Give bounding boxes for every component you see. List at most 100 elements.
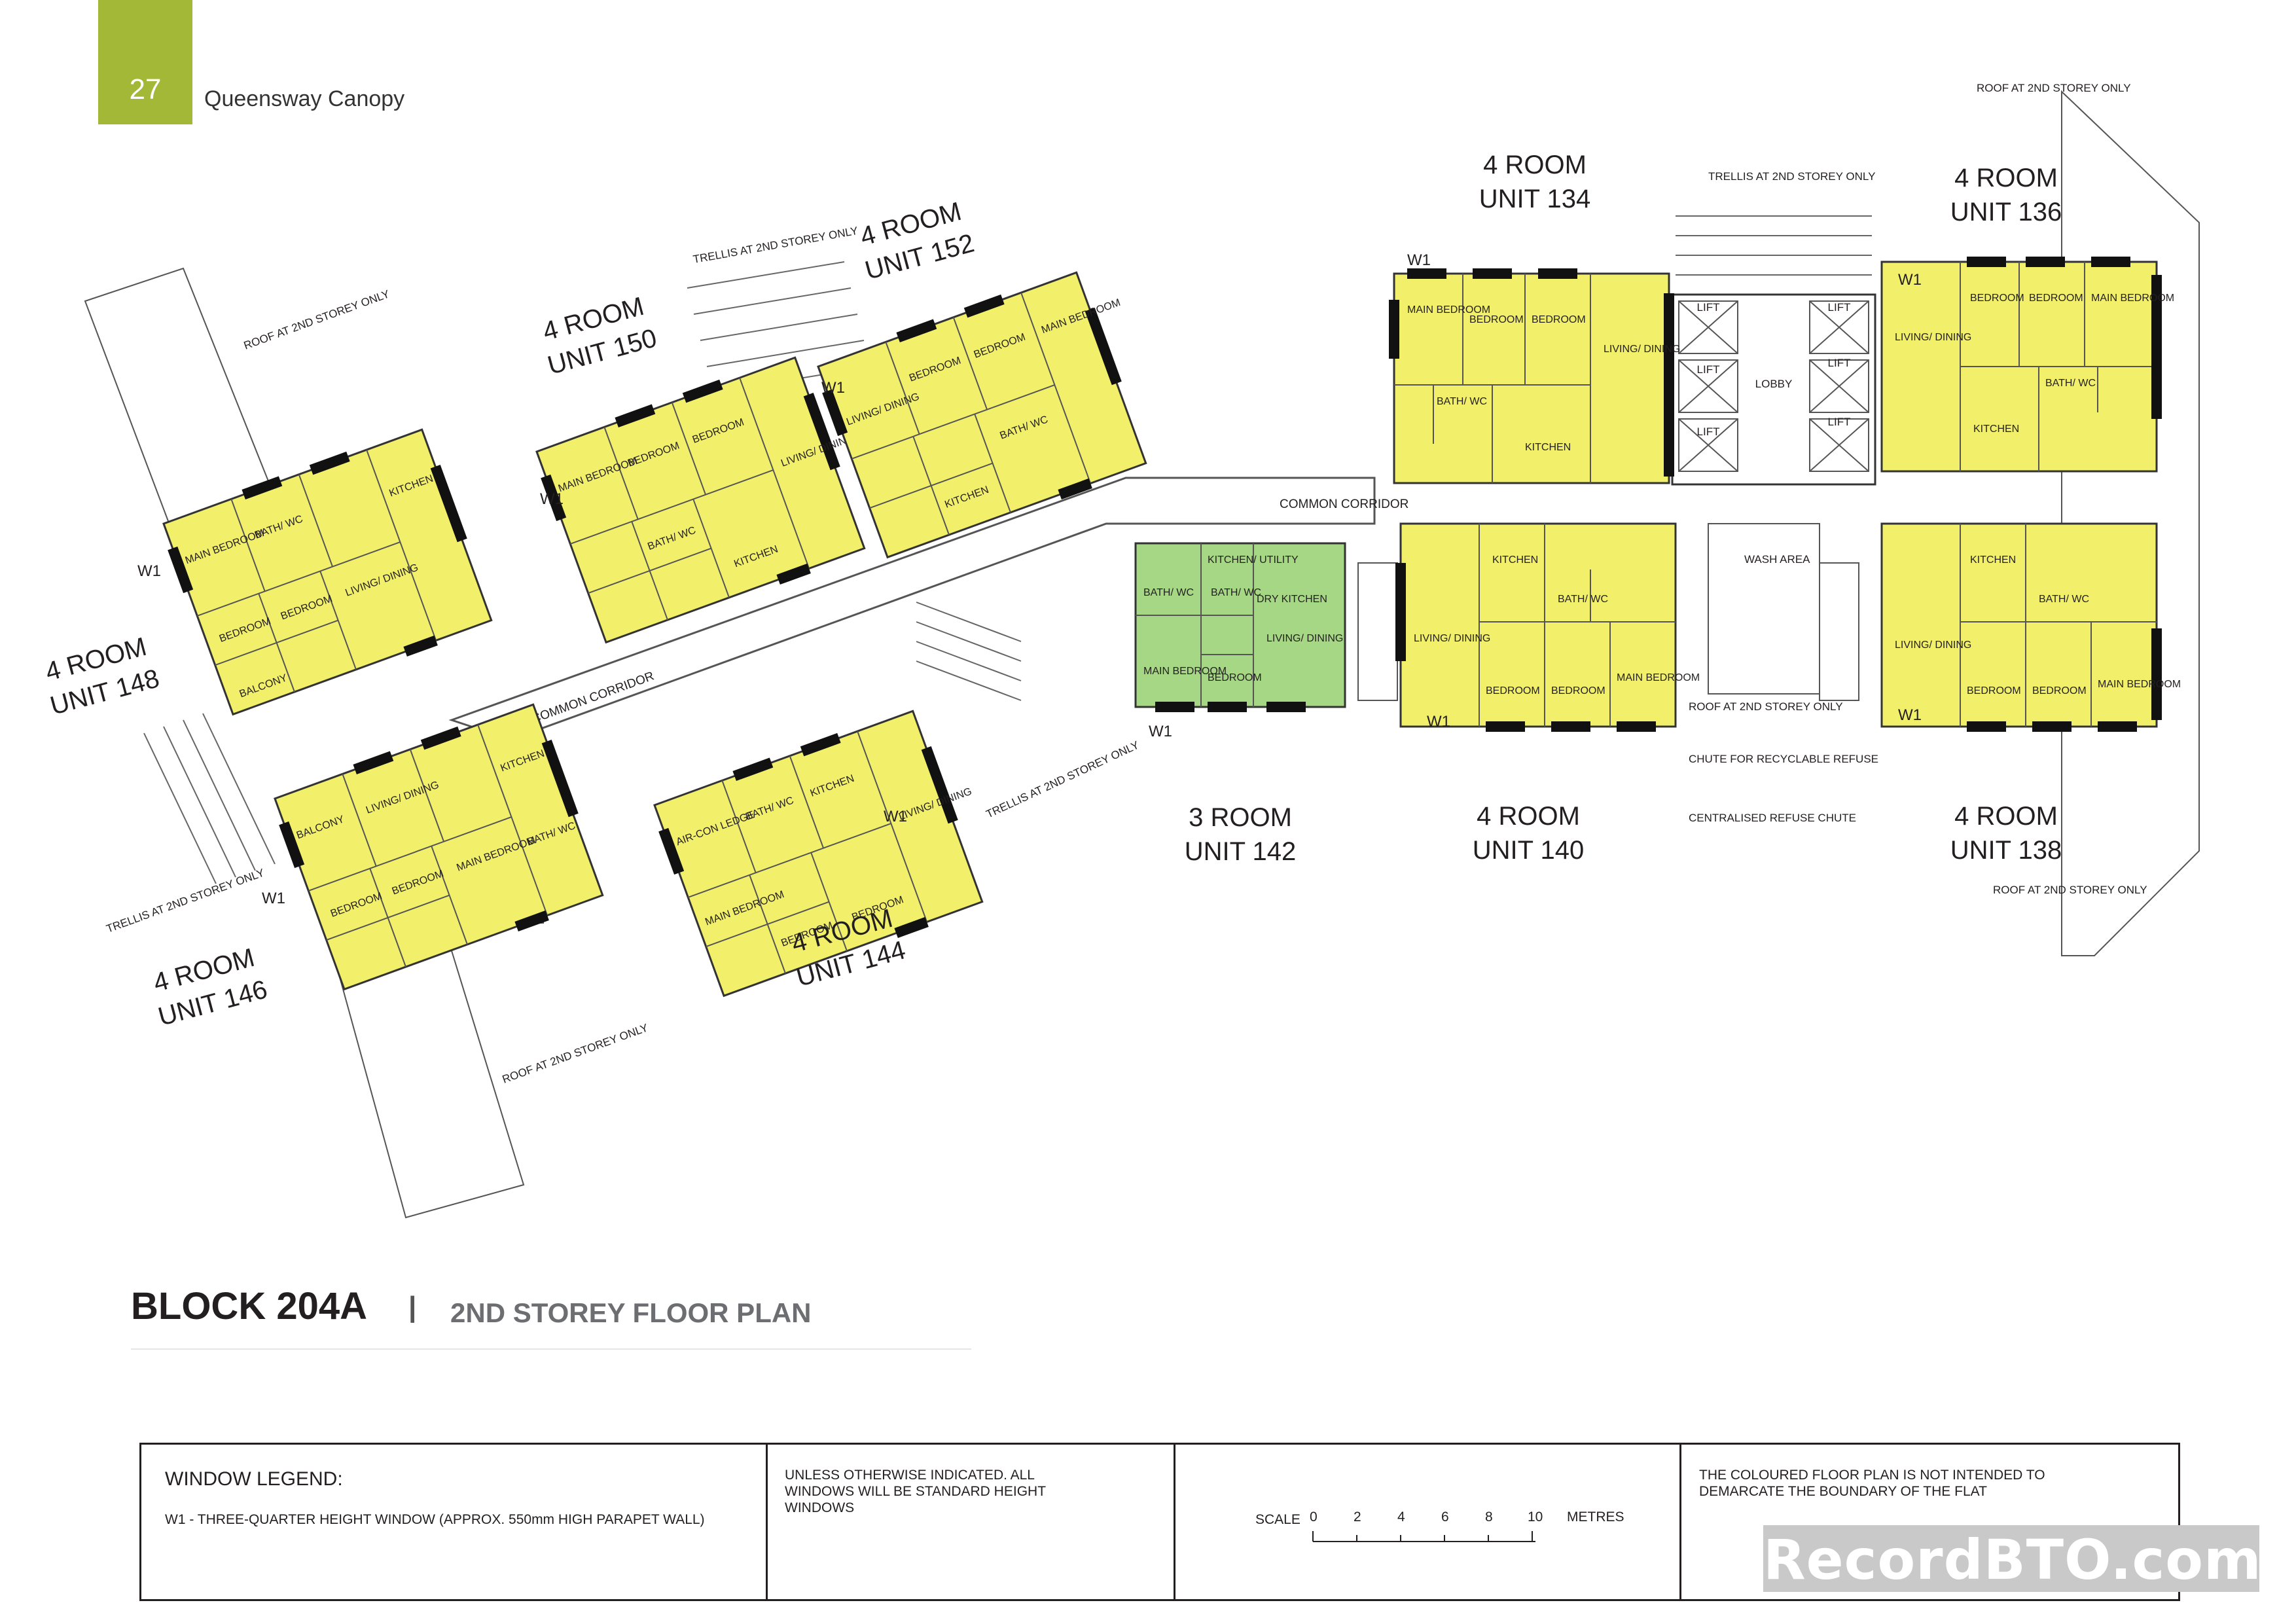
roof-note-4: ROOF AT 2ND STOREY ONLY [1993,884,2147,896]
lift-label: LIFT [1697,301,1720,314]
svg-text:MAIN BEDROOM: MAIN BEDROOM [1617,672,1700,683]
svg-text:LIVING/ DINING: LIVING/ DINING [1414,633,1490,644]
svg-text:BEDROOM: BEDROOM [2032,685,2087,696]
watermark: RecordBTO.com [1763,1525,2262,1592]
window-label: W1 [1898,271,1922,289]
page-number-badge: 27 [98,0,192,124]
unit-150-label: 4 ROOMUNIT 150 [536,291,660,380]
scale-tick-10: 10 [1528,1509,1543,1525]
window-label: W1 [1898,706,1922,724]
legend-title: WINDOW LEGEND: [165,1468,343,1490]
unit-136-plan: LIVING/ DINING BEDROOM BEDROOM MAIN BEDR… [1880,257,2174,473]
lift-label: LIFT [1828,301,1851,314]
svg-text:MAIN BEDROOM: MAIN BEDROOM [2098,679,2181,690]
svg-text:BATH/ WC: BATH/ WC [2039,594,2089,605]
svg-text:KITCHEN: KITCHEN [1973,424,2019,435]
scale-bar [1312,1531,1535,1542]
window-label: W1 [1427,713,1450,731]
unit-146-label: 4 ROOMUNIT 146 [147,942,270,1032]
roof-note-2: ROOF AT 2ND STOREY ONLY [1977,82,2131,94]
unit-134-plan: MAIN BEDROOM BEDROOM BEDROOM LIVING/ DIN… [1389,268,1680,484]
svg-text:MAIN BEDROOM: MAIN BEDROOM [2091,293,2174,304]
scale-label: SCALE [1255,1512,1300,1527]
svg-text:BATH/ WC: BATH/ WC [1211,587,1261,598]
unit-144-plan: AIR-CON LEDGE BATH/ WC KITCHEN LIVING/ D… [647,703,990,1004]
svg-text:LIVING/ DINING: LIVING/ DINING [1895,640,1971,651]
svg-text:BEDROOM: BEDROOM [1532,314,1586,325]
scale-unit: METRES [1567,1509,1624,1525]
svg-text:DRY KITCHEN: DRY KITCHEN [1257,594,1327,605]
title-separator: | [408,1291,417,1323]
block-title: BLOCK 204A [131,1285,367,1327]
unit-142-plan: KITCHEN/ UTILITY BATH/ WC BATH/ WC MAIN … [1134,542,1346,712]
lift-label: LIFT [1697,425,1720,438]
svg-text:BATH/ WC: BATH/ WC [2045,378,2096,389]
trellis-note-1: TRELLIS AT 2ND STOREY ONLY [692,225,859,266]
scale-tick-2: 2 [1354,1509,1361,1525]
svg-text:BEDROOM: BEDROOM [2029,293,2083,304]
svg-text:BEDROOM: BEDROOM [1208,672,1262,683]
scale-tick-6: 6 [1441,1509,1449,1525]
unit-146-plan: BALCONY LIVING/ DINING BEDROOM BEDROOM M… [267,696,611,998]
scale-tick-4: 4 [1397,1509,1405,1525]
legend-col-note: UNLESS OTHERWISE INDICATED. ALL WINDOWS … [768,1445,1175,1599]
page-number: 27 [129,73,162,105]
corridor-label-1: COMMON CORRIDOR [530,669,656,726]
unit-152-label: 4 ROOMUNIT 152 [853,196,977,285]
trellis-note-3: TRELLIS AT 2ND STOREY ONLY [984,738,1141,820]
unit-140-plan: LIVING/ DINING KITCHEN BATH/ WC BEDROOM … [1395,522,1700,732]
svg-text:KITCHEN: KITCHEN [1492,554,1538,566]
window-label: W1 [540,490,564,508]
svg-text:BATH/ WC: BATH/ WC [1558,594,1608,605]
scale-tick-8: 8 [1485,1509,1493,1525]
legend-note: UNLESS OTHERWISE INDICATED. ALL WINDOWS … [785,1468,1046,1515]
roof-note-3: ROOF AT 2ND STOREY ONLY [501,1021,650,1085]
lobby-label: LOBBY [1755,378,1793,390]
legend-disclaimer: THE COLOURED FLOOR PLAN IS NOT INTENDED … [1699,1468,2045,1499]
svg-text:BEDROOM: BEDROOM [1486,685,1540,696]
window-label: W1 [884,808,907,825]
unit-138-plan: LIVING/ DINING KITCHEN BATH/ WC BEDROOM … [1880,522,2181,732]
unit-152-plan: LIVING/ DINING BEDROOM BEDROOM MAIN BEDR… [810,264,1154,566]
svg-text:BEDROOM: BEDROOM [1551,685,1605,696]
window-label: W1 [821,379,845,397]
window-label: W1 [262,890,285,907]
project-name: Queensway Canopy [204,86,405,111]
roof-note-5: ROOF AT 2ND STOREY ONLY [1689,700,1843,713]
svg-text:BATH/ WC: BATH/ WC [1437,396,1487,407]
svg-text:MAIN BEDROOM: MAIN BEDROOM [1143,666,1227,677]
legend-col-window: WINDOW LEGEND: W1 - THREE-QUARTER HEIGHT… [141,1445,768,1599]
chute-recyclable-note: CHUTE FOR RECYCLABLE REFUSE [1689,753,1878,765]
legend-col-scale: SCALE 0 2 4 6 8 10 METRES [1175,1445,1681,1599]
svg-text:LIVING/ DINING: LIVING/ DINING [1266,633,1343,644]
svg-text:BEDROOM: BEDROOM [1469,314,1524,325]
lift-label: LIFT [1828,357,1851,369]
svg-text:KITCHEN: KITCHEN [1525,442,1571,453]
svg-text:MAIN BEDROOM: MAIN BEDROOM [1407,304,1490,316]
legend-box: WINDOW LEGEND: W1 - THREE-QUARTER HEIGHT… [139,1443,2180,1601]
svg-text:BEDROOM: BEDROOM [1967,685,2021,696]
lift-label: LIFT [1697,363,1720,376]
svg-text:BATH/ WC: BATH/ WC [1143,587,1194,598]
lift-label: LIFT [1828,416,1851,428]
refuse-chute-note: CENTRALISED REFUSE CHUTE [1689,812,1856,824]
title-divider [131,1348,971,1350]
roof-note-1: ROOF AT 2ND STOREY ONLY [242,287,391,352]
trellis-note-2: TRELLIS AT 2ND STOREY ONLY [1708,170,1875,183]
unit-148-plan: MAIN BEDROOM BATH/ WC BEDROOM BEDROOM LI… [156,422,499,723]
svg-text:KITCHEN/ UTILITY: KITCHEN/ UTILITY [1208,554,1299,566]
legend-w1: W1 - THREE-QUARTER HEIGHT WINDOW (APPROX… [165,1512,705,1527]
svg-text:KITCHEN: KITCHEN [1970,554,2016,566]
corridor-label-2: COMMON CORRIDOR [1280,497,1408,511]
watermark-text: RecordBTO.com [1763,1528,2262,1592]
window-label: W1 [1407,251,1431,269]
svg-text:BEDROOM: BEDROOM [1970,293,2024,304]
unit-148-label: 4 ROOMUNIT 148 [39,631,162,721]
window-label: W1 [137,562,161,580]
